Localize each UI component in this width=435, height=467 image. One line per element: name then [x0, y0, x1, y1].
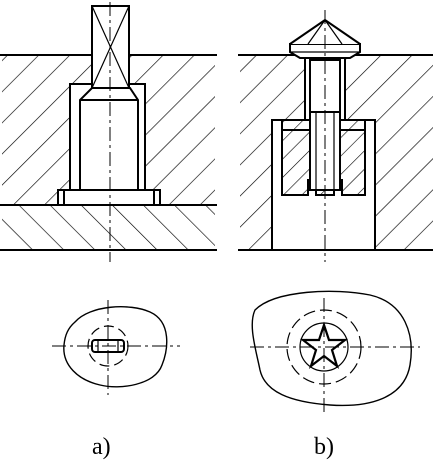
punch-a [79, 87, 139, 205]
lower-plate-a-hatch [2, 205, 215, 250]
plan-view-b [250, 290, 420, 412]
blob-outline-a [63, 306, 168, 388]
section-view-b [238, 10, 433, 262]
subfigure-label-b: b) [314, 434, 334, 460]
upper-block-b-hatch [240, 55, 433, 250]
section-view-a [0, 2, 217, 262]
plan-view-a [52, 300, 180, 395]
blob-outline-b [251, 290, 412, 407]
upper-block-a-hatch [2, 55, 215, 205]
subfigure-label-a: a) [92, 434, 111, 460]
